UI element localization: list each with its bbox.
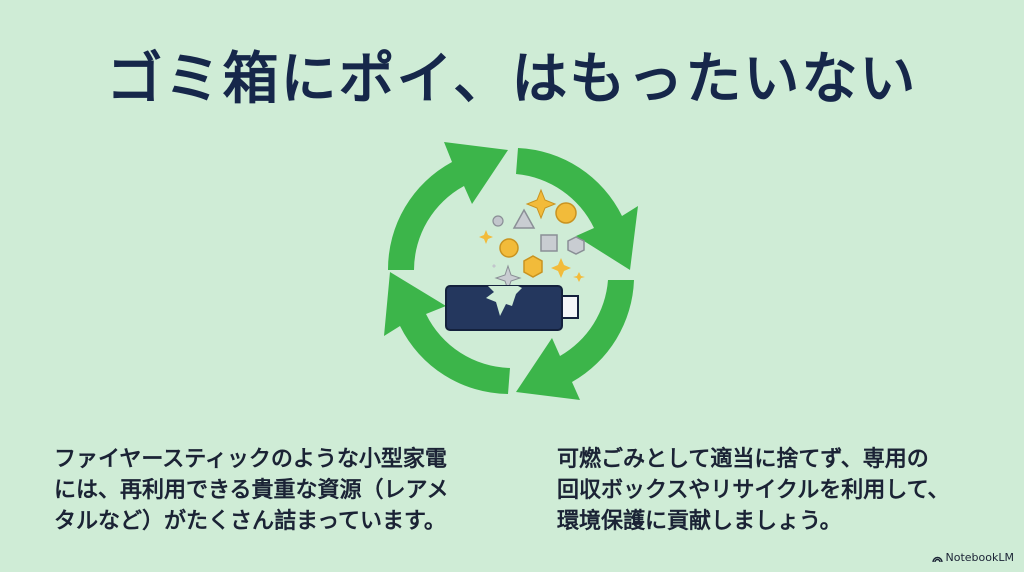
recycle-illustration bbox=[360, 120, 660, 420]
brand-watermark: NotebookLM bbox=[931, 551, 1014, 564]
right-paragraph-line: 可燃ごみとして適当に捨てず、専用の bbox=[557, 447, 929, 472]
broken-stick-device-icon bbox=[445, 285, 579, 331]
left-paragraph-line: ファイヤースティックのような小型家電 bbox=[54, 447, 447, 472]
right-paragraph-line: 環境保護に貢献しましょう。 bbox=[557, 509, 842, 534]
page-title: ゴミ箱にポイ、はもったいない bbox=[106, 47, 918, 112]
recycle-arrows-icon bbox=[384, 142, 638, 400]
notebooklm-logo-icon bbox=[931, 556, 943, 562]
left-paragraph: ファイヤースティックのような小型家電 には、再利用できる貴重な資源（レアメ タル… bbox=[54, 444, 514, 537]
right-paragraph: 可燃ごみとして適当に捨てず、専用の 回収ボックスやリサイクルを利用して、 環境保… bbox=[557, 444, 997, 537]
right-paragraph-line: 回収ボックスやリサイクルを利用して、 bbox=[557, 478, 950, 503]
left-paragraph-line: には、再利用できる貴重な資源（レアメ bbox=[54, 478, 449, 503]
rare-metal-particles bbox=[479, 188, 585, 302]
brand-label: NotebookLM bbox=[945, 551, 1014, 564]
left-paragraph-line: タルなど）がたくさん詰まっています。 bbox=[54, 509, 446, 534]
